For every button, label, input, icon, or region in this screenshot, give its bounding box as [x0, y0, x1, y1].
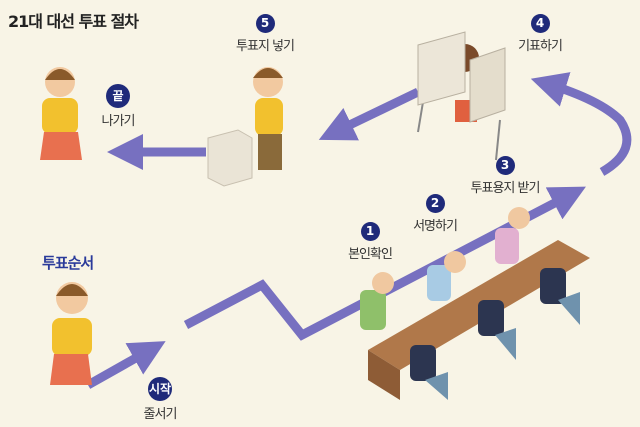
step-badge: 4	[530, 14, 550, 33]
voting-booth	[417, 31, 506, 161]
step-end: 끝 나가기	[58, 84, 178, 129]
arrow-curve	[530, 72, 632, 176]
step-label: 기표하기	[518, 39, 563, 54]
person-start	[50, 282, 92, 385]
step-badge: 2	[425, 194, 445, 213]
step-2: 2 서명하기	[375, 192, 495, 234]
step-label: 서명하기	[413, 219, 458, 234]
step-badge: 3	[495, 156, 515, 175]
ballot-box	[207, 129, 253, 187]
page-title: 21대 대선 투표 절차	[8, 12, 139, 31]
step-label: 나가기	[101, 114, 136, 129]
polling-table	[360, 207, 590, 400]
step-start: 시작 줄서기	[100, 377, 220, 422]
person-exit	[40, 67, 82, 160]
step-badge: 5	[255, 14, 275, 33]
step-badge: 끝	[106, 84, 130, 108]
step-badge: 시작	[148, 377, 172, 401]
step-label: 투표지 넣기	[236, 39, 295, 54]
person-voter	[253, 67, 283, 170]
step-5: 5 투표지 넣기	[205, 12, 325, 54]
arrow-start	[85, 341, 166, 389]
step-label: 투표용지 받기	[470, 181, 541, 196]
step-badge: 1	[360, 222, 380, 241]
step-3: 3 투표용지 받기	[445, 154, 565, 196]
step-4: 4 기표하기	[480, 12, 600, 54]
step-1: 1 본인확인	[310, 220, 430, 262]
step-label: 줄서기	[143, 407, 178, 422]
order-heading: 투표순서	[42, 254, 94, 272]
step-label: 본인확인	[348, 247, 393, 262]
arrow-booth	[318, 87, 420, 141]
